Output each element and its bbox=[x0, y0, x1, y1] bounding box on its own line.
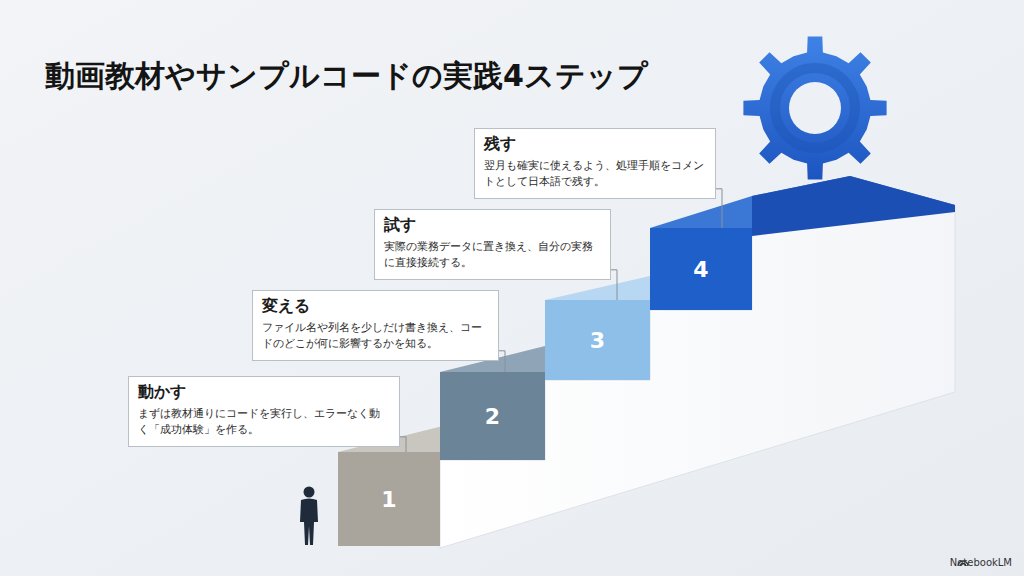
step-block: 1 bbox=[338, 452, 440, 546]
gear-icon bbox=[743, 36, 886, 179]
diagram-title: 動画教材やサンプルコードの実践4ステップ bbox=[45, 56, 648, 97]
step-description: まずは教材通りにコードを実行し、エラーなく動く「成功体験」を作る。 bbox=[138, 406, 390, 439]
leader-line bbox=[611, 270, 617, 300]
step-heading: 残す bbox=[484, 134, 706, 155]
step-number: 4 bbox=[693, 257, 708, 282]
callout-box: 変えるファイル名や列名を少しだけ書き換え、コードのどこが何に影響するかを知る。 bbox=[252, 290, 499, 361]
leader-line bbox=[499, 351, 505, 372]
gear-ring bbox=[775, 68, 855, 148]
step-block: 4 bbox=[650, 228, 752, 310]
leader-line bbox=[400, 437, 406, 452]
person-figure bbox=[300, 487, 318, 546]
callout-box: 動かすまずは教材通りにコードを実行し、エラーなく動く「成功体験」を作る。 bbox=[128, 376, 400, 447]
step-number: 2 bbox=[485, 404, 500, 429]
step-description: 実際の業務データに置き換え、自分の実務に直接接続する。 bbox=[384, 239, 601, 272]
gear-shape bbox=[743, 36, 886, 179]
step-number: 1 bbox=[381, 487, 396, 512]
platform bbox=[752, 176, 955, 236]
leader-line bbox=[716, 189, 722, 228]
step-number: 3 bbox=[590, 328, 605, 353]
step-description: 翌月も確実に使えるよう、処理手順をコメントとして日本語で残す。 bbox=[484, 158, 706, 191]
watermark: NotebookLM bbox=[950, 557, 1012, 568]
step-heading: 動かす bbox=[138, 382, 390, 403]
step-heading: 試す bbox=[384, 215, 601, 236]
step-block: 2 bbox=[440, 372, 545, 460]
step-block: 3 bbox=[545, 300, 650, 380]
step-heading: 変える bbox=[262, 296, 489, 317]
callout-box: 試す実際の業務データに置き換え、自分の実務に直接接続する。 bbox=[374, 209, 611, 280]
callout-box: 残す翌月も確実に使えるよう、処理手順をコメントとして日本語で残す。 bbox=[474, 128, 716, 199]
step-description: ファイル名や列名を少しだけ書き換え、コードのどこが何に影響するかを知る。 bbox=[262, 320, 489, 353]
